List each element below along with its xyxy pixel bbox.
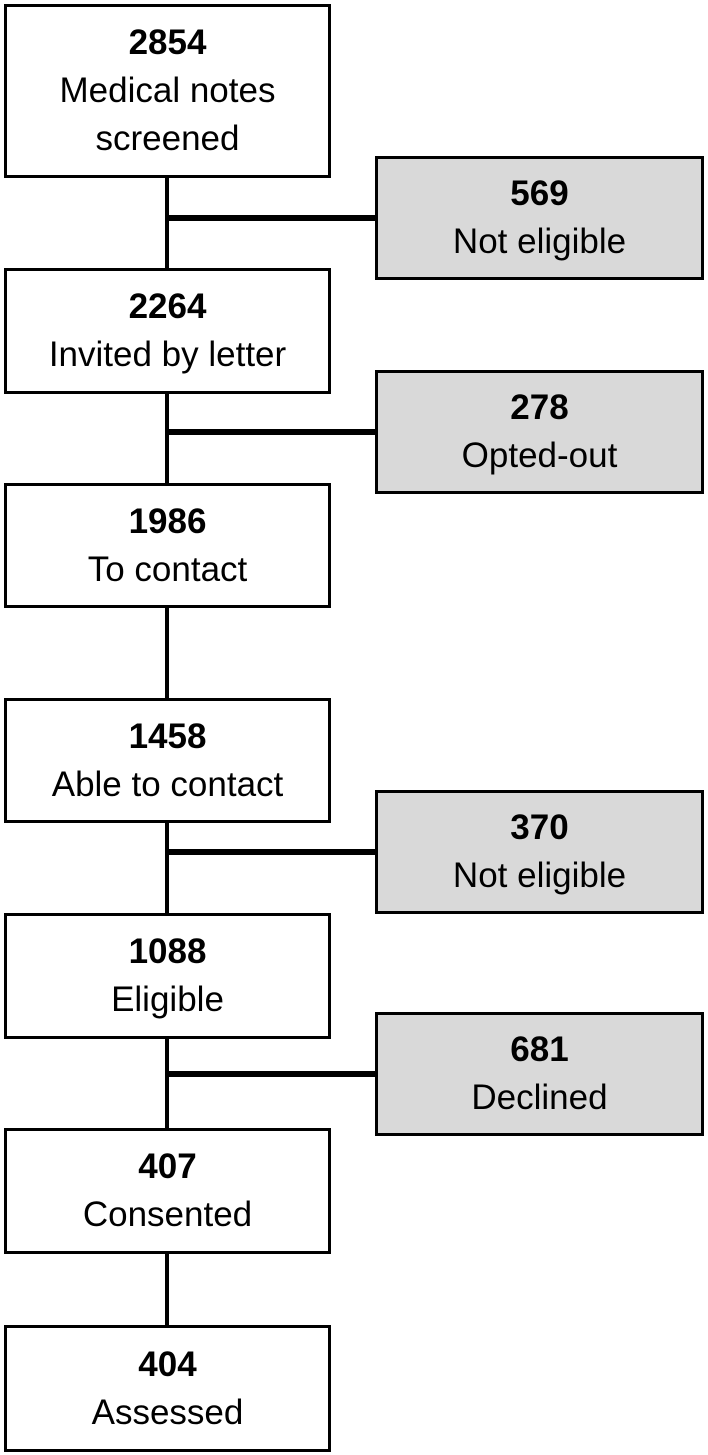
connector-eligible-to-consented — [165, 1039, 169, 1128]
connector-consented-to-assessed — [165, 1254, 169, 1325]
flow-box-assessed: 404 Assessed — [4, 1325, 331, 1452]
branch-not-eligible-1 — [167, 215, 375, 221]
box-label: Medical notes screened — [59, 71, 276, 158]
box-count: 2854 — [128, 23, 207, 62]
branch-declined — [167, 1071, 375, 1077]
box-label: Not eligible — [452, 856, 627, 895]
box-count: 1986 — [128, 501, 207, 541]
box-count: 278 — [510, 388, 569, 427]
side-box-not-eligible-2: 370 Not eligible — [375, 790, 704, 914]
flow-box-eligible: 1088 Eligible — [4, 913, 331, 1039]
box-count: 407 — [138, 1147, 197, 1186]
box-count: 681 — [510, 1030, 569, 1069]
connector-contact-to-able — [165, 608, 169, 698]
box-count: 1088 — [128, 932, 207, 971]
flow-box-able-to-contact: 1458 Able to contact — [4, 698, 331, 823]
box-count: 569 — [510, 174, 569, 213]
side-box-opted-out: 278 Opted-out — [375, 370, 704, 494]
box-count: 370 — [510, 808, 569, 847]
flow-box-invited-by-letter: 2264 Invited by letter — [4, 268, 331, 394]
box-label: Declined — [471, 1078, 608, 1117]
box-label: Able to contact — [51, 764, 284, 804]
box-count: 1458 — [128, 716, 207, 756]
box-label: Eligible — [111, 980, 224, 1019]
flow-box-to-contact: 1986 To contact — [4, 483, 331, 608]
flow-box-medical-notes-screened: 2854 Medical notes screened — [4, 4, 331, 178]
connector-invited-to-contact — [165, 394, 169, 483]
connector-able-to-eligible — [165, 823, 169, 913]
box-label: Not eligible — [452, 222, 627, 261]
box-label: Assessed — [91, 1392, 244, 1432]
box-count: 404 — [138, 1344, 197, 1384]
side-box-declined: 681 Declined — [375, 1012, 704, 1136]
box-label: Opted-out — [461, 436, 618, 475]
branch-opted-out — [167, 429, 375, 435]
flow-box-consented: 407 Consented — [4, 1128, 331, 1254]
box-label: Invited by letter — [48, 335, 287, 374]
branch-not-eligible-2 — [167, 849, 375, 855]
connector-screened-to-invited — [165, 178, 169, 268]
side-box-not-eligible-1: 569 Not eligible — [375, 156, 704, 280]
box-label: Consented — [82, 1195, 253, 1234]
box-label: To contact — [87, 549, 248, 589]
box-count: 2264 — [128, 287, 207, 326]
